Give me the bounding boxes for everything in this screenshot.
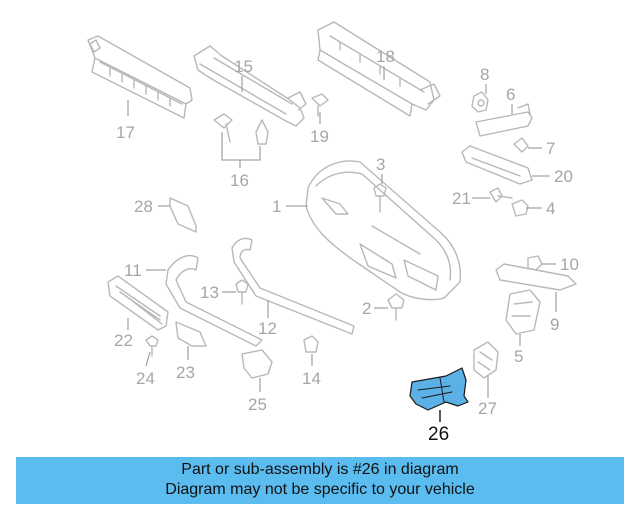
callout-5: 5 xyxy=(514,347,523,366)
callout-6: 6 xyxy=(506,85,515,104)
part-25-cover xyxy=(241,349,273,379)
callout-8: 8 xyxy=(480,65,489,84)
callout-labels: 17 15 18 19 16 8 6 7 20 21 4 3 1 28 11 1… xyxy=(114,47,579,445)
callout-11: 11 xyxy=(124,261,142,280)
part-26-highlighted xyxy=(409,367,469,411)
part-7-clip xyxy=(513,137,529,153)
part-2-bolt xyxy=(387,293,405,321)
part-6-bracket xyxy=(475,103,533,137)
part-13-bolt xyxy=(235,279,249,305)
callout-20: 20 xyxy=(554,167,573,186)
callout-9: 9 xyxy=(550,315,559,334)
callout-21: 21 xyxy=(452,189,471,208)
part-23-bracket xyxy=(175,321,207,347)
part-20-bracket xyxy=(461,145,533,185)
part-24-screw xyxy=(145,335,159,357)
part-14-clip xyxy=(303,335,319,353)
part-8-clip xyxy=(471,91,489,113)
info-banner: Part or sub-assembly is #26 in diagram D… xyxy=(16,457,624,504)
part-5-deflector xyxy=(505,289,541,335)
callout-3: 3 xyxy=(376,155,385,174)
callout-10: 10 xyxy=(560,255,579,274)
callout-14: 14 xyxy=(302,369,321,388)
part-18-reinforcement xyxy=(317,21,441,117)
part-15-trim xyxy=(193,45,307,127)
callout-19: 19 xyxy=(310,127,329,146)
callout-26: 26 xyxy=(428,424,449,445)
callout-1: 1 xyxy=(272,197,281,216)
part-21-screw xyxy=(489,187,513,203)
callout-12: 12 xyxy=(258,319,277,338)
callout-22: 22 xyxy=(114,331,133,350)
callout-27: 27 xyxy=(478,399,497,418)
part-9-strip xyxy=(495,263,577,291)
parts-diagram: 17 15 18 19 16 8 6 7 20 21 4 3 1 28 11 1… xyxy=(87,21,579,445)
part-28-plate xyxy=(169,197,197,233)
callout-28: 28 xyxy=(134,197,153,216)
callout-7: 7 xyxy=(546,139,555,158)
banner-line-2: Diagram may not be specific to your vehi… xyxy=(165,481,475,498)
part-12-lower-trim xyxy=(231,237,355,335)
callout-13: 13 xyxy=(200,283,219,302)
part-10-nut xyxy=(527,255,543,271)
callout-4: 4 xyxy=(546,199,555,218)
callout-16: 16 xyxy=(230,171,249,190)
callout-18: 18 xyxy=(376,47,395,66)
part-22-grille xyxy=(107,275,169,331)
callout-2: 2 xyxy=(362,299,371,318)
part-27-bracket xyxy=(473,341,499,379)
part-11-strip xyxy=(165,254,263,347)
part-3-bolt xyxy=(373,183,387,213)
callout-24: 24 xyxy=(136,369,155,388)
callout-15: 15 xyxy=(234,57,253,76)
callout-25: 25 xyxy=(248,395,267,414)
leader-lines xyxy=(127,66,557,422)
callout-23: 23 xyxy=(176,363,195,382)
part-16-fasteners xyxy=(213,113,269,145)
part-19-clip xyxy=(311,93,329,117)
banner-line-1: Part or sub-assembly is #26 in diagram xyxy=(181,461,459,478)
part-17-absorber xyxy=(87,35,193,119)
callout-17: 17 xyxy=(116,123,135,142)
part-4-nut xyxy=(511,199,529,217)
part-1-bumper-cover xyxy=(305,160,462,301)
